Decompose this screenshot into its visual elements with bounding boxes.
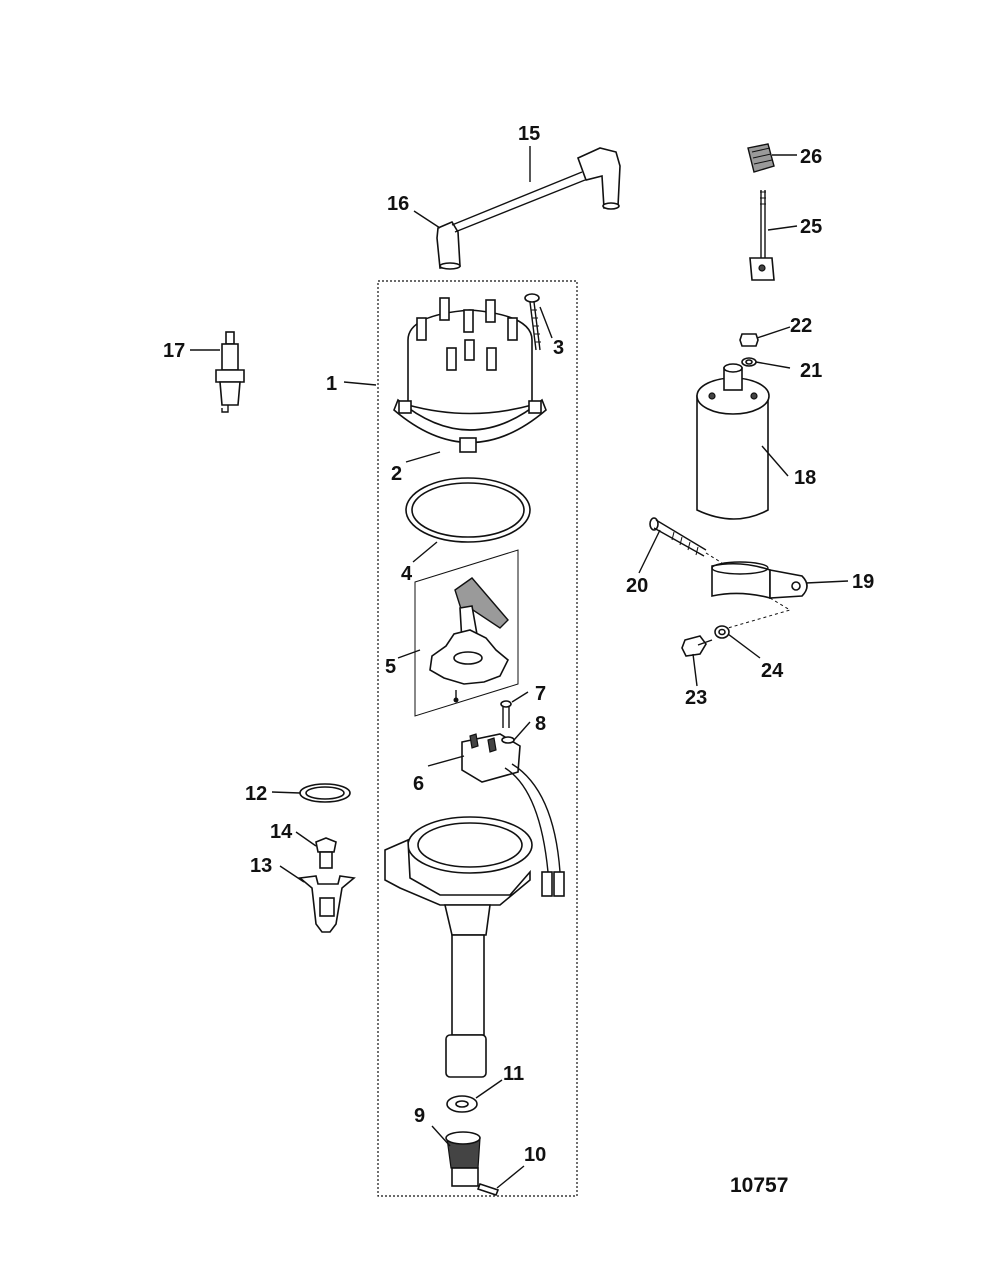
callout-3: 3 — [553, 337, 564, 359]
coil-washer — [741, 357, 757, 367]
callout-24: 24 — [761, 660, 784, 682]
bracket-washer — [714, 625, 730, 639]
rod-grip — [747, 143, 775, 173]
bracket-screw — [681, 635, 713, 657]
callout-9: 9 — [414, 1105, 425, 1127]
callout-16: 16 — [387, 193, 409, 215]
callout-7: 7 — [535, 683, 546, 705]
callout-15: 15 — [518, 123, 540, 145]
callout-23: 23 — [685, 687, 707, 709]
ignition-module — [461, 733, 565, 897]
seal-washer — [299, 783, 351, 803]
callout-19: 19 — [852, 571, 874, 593]
distributor-assembly-box — [377, 280, 578, 1197]
distributor-cap — [393, 297, 547, 453]
bracket-bolt — [649, 517, 723, 564]
cap-gasket — [405, 477, 531, 543]
callout-1: 1 — [326, 373, 337, 395]
coil-bracket — [711, 561, 808, 600]
figure-number: 10757 — [730, 1174, 788, 1197]
callout-10: 10 — [524, 1144, 546, 1166]
callout-4: 4 — [401, 563, 413, 585]
rotor-reluctor-kit — [414, 549, 519, 717]
callout-13: 13 — [250, 855, 272, 877]
callout-6: 6 — [413, 773, 424, 795]
spark-plug — [215, 331, 245, 413]
hold-down-bolt — [315, 837, 337, 869]
module-screw — [500, 700, 512, 728]
mounting-rod — [749, 190, 775, 281]
shaft-washer — [446, 1095, 478, 1113]
callout-22: 22 — [790, 315, 812, 337]
callout-18: 18 — [794, 467, 816, 489]
distributor-housing — [384, 816, 533, 1078]
callout-26: 26 — [800, 146, 822, 168]
spark-plug-wire — [436, 147, 621, 270]
callout-2: 2 — [391, 463, 402, 485]
callout-11: 11 — [503, 1063, 524, 1085]
callout-5: 5 — [385, 656, 396, 678]
roll-pin — [476, 1183, 500, 1196]
callout-labels: 1 2 3 4 5 6 7 8 9 10 11 12 13 14 15 16 1… — [163, 123, 874, 1166]
module-washer — [501, 736, 515, 744]
leader-lines — [190, 146, 849, 1189]
coil-nut — [739, 333, 759, 347]
callout-21: 21 — [800, 360, 822, 382]
hold-down-clamp — [298, 875, 356, 933]
callout-17: 17 — [163, 340, 185, 362]
ignition-coil — [696, 363, 770, 520]
callout-8: 8 — [535, 713, 546, 735]
cap-screw — [524, 293, 541, 351]
callout-12: 12 — [245, 783, 267, 805]
drive-gear — [445, 1131, 481, 1187]
callout-14: 14 — [270, 821, 293, 843]
callout-20: 20 — [626, 575, 648, 597]
callout-25: 25 — [800, 216, 822, 238]
